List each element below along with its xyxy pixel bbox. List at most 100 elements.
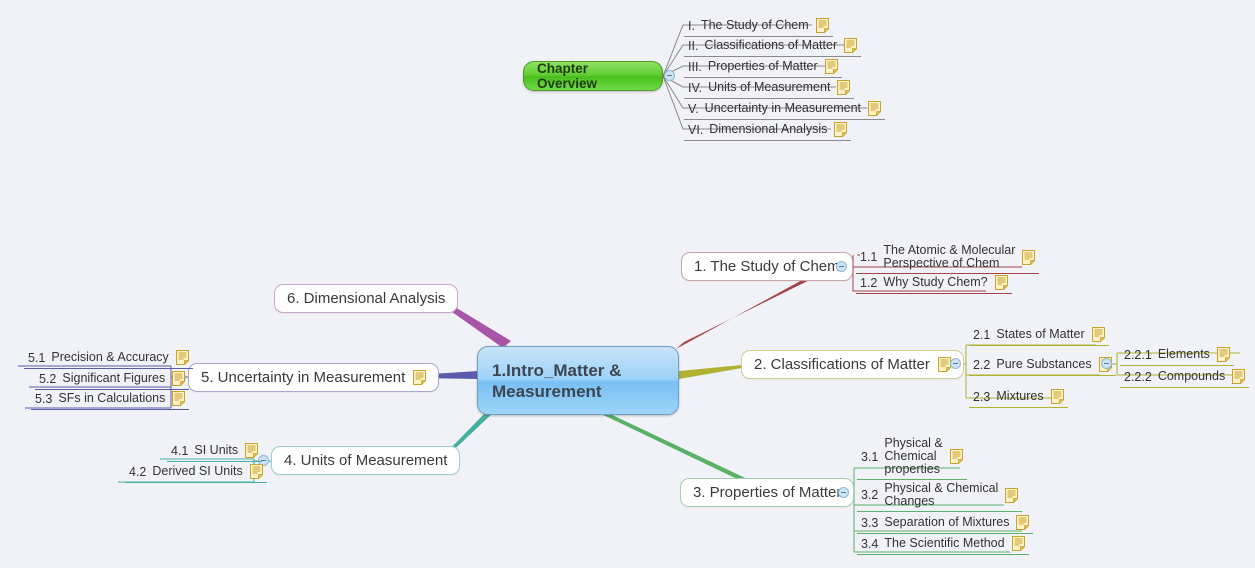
overview-item-5[interactable]: V. Uncertainty in Measurement (684, 100, 885, 120)
root-node[interactable]: 1.Intro_Matter & Measurement (477, 346, 679, 415)
subnode-2-3[interactable]: 2.3 Mixtures (969, 388, 1068, 408)
branch-node-5-label: 5. Uncertainty in Measurement (201, 369, 406, 386)
subnode-3-2-label: Physical & Chemical Changes (884, 481, 999, 508)
branch-node-1[interactable]: 1. The Study of Chem (681, 252, 853, 281)
subnode-2-2-num: 2.2 (973, 357, 991, 372)
note-icon[interactable] (172, 371, 186, 387)
overview-item-3-num: III. (688, 59, 702, 74)
note-icon[interactable] (245, 443, 259, 459)
subnode-4-2[interactable]: 4.2 Derived SI Units (125, 463, 267, 483)
overview-item-6-num: VI. (688, 122, 704, 137)
subnode-5-1-num: 5.1 (28, 350, 46, 365)
subnode-3-1-label: Physical & Chemical properties (884, 436, 943, 476)
subnode-3-1-num: 3.1 (861, 449, 879, 464)
branch-node-5[interactable]: 5. Uncertainty in Measurement (188, 363, 440, 392)
overview-item-3[interactable]: III. Properties of Matter (684, 58, 842, 78)
branch-node-1-label: 1. The Study of Chem (694, 258, 840, 275)
subnode-3-2[interactable]: 3.2 Physical & Chemical Changes (857, 481, 1023, 512)
subnode-2-3-num: 2.3 (973, 389, 991, 404)
note-icon[interactable] (844, 38, 858, 54)
overview-item-4[interactable]: IV. Units of Measurement (684, 79, 855, 99)
overview-item-3-label: Properties of Matter (707, 59, 818, 74)
note-icon[interactable] (172, 391, 186, 407)
note-icon[interactable] (1022, 249, 1036, 265)
subnode-5-3[interactable]: 5.3 SFs in Calculations (31, 390, 190, 410)
branch-node-6-label: 6. Dimensional Analysis (287, 290, 446, 307)
note-icon[interactable] (413, 370, 427, 386)
subnode-2-2[interactable]: 2.2 Pure Substances (969, 356, 1116, 376)
subnode-3-4-num: 3.4 (861, 536, 879, 551)
subnode-2-2-2-num: 2.2.2 (1124, 369, 1152, 384)
branch-node-6[interactable]: 6. Dimensional Analysis (274, 284, 459, 313)
overview-item-1-num: I. (688, 18, 695, 33)
root-node-line1: 1.Intro_Matter & (492, 360, 622, 380)
note-icon[interactable] (1011, 536, 1026, 552)
branch-node-3[interactable]: 3. Properties of Matter (680, 478, 855, 507)
note-icon[interactable] (815, 18, 830, 34)
subnode-1-1-label: The Atomic & Molecular Perspective of Ch… (883, 243, 1016, 270)
subnode-1-1[interactable]: 1.1 The Atomic & Molecular Perspective o… (856, 243, 1040, 274)
toggle-branch-3[interactable] (838, 487, 849, 498)
note-icon[interactable] (175, 350, 190, 366)
overview-item-2[interactable]: II. Classifications of Matter (684, 37, 862, 57)
note-icon[interactable] (949, 449, 964, 465)
root-node-line2: Measurement (492, 381, 602, 401)
overview-item-1-label: The Study of Chem (700, 18, 809, 33)
subnode-3-1[interactable]: 3.1 Physical & Chemical properties (857, 436, 967, 480)
toggle-branch-4[interactable] (258, 455, 269, 466)
subnode-2-1[interactable]: 2.1 States of Matter (969, 326, 1109, 346)
note-icon[interactable] (1091, 327, 1106, 343)
subnode-2-2-label: Pure Substances (996, 357, 1092, 372)
floating-topic-label: Chapter Overview (537, 61, 598, 91)
note-icon[interactable] (1005, 487, 1019, 503)
overview-item-1[interactable]: I. The Study of Chem (684, 17, 833, 37)
subnode-5-3-label: SFs in Calculations (58, 391, 166, 406)
subnode-1-1-num: 1.1 (860, 250, 878, 264)
overview-item-2-label: Classifications of Matter (704, 38, 838, 53)
subnode-5-2[interactable]: 5.2 Significant Figures (35, 370, 190, 390)
note-icon[interactable] (937, 357, 952, 373)
overview-item-4-num: IV. (688, 80, 703, 95)
subnode-1-2[interactable]: 1.2 Why Study Chem? (856, 274, 1012, 294)
overview-item-6[interactable]: VI. Dimensional Analysis (684, 121, 852, 141)
toggle-subnode-2-2[interactable] (1101, 358, 1112, 369)
subnode-2-1-num: 2.1 (973, 327, 991, 342)
subnode-5-1-label: Precision & Accuracy (51, 350, 169, 365)
note-icon[interactable] (834, 122, 848, 138)
note-icon[interactable] (824, 59, 839, 75)
subnode-1-2-num: 1.2 (860, 275, 878, 290)
subnode-5-2-num: 5.2 (39, 371, 57, 386)
subnode-2-2-2-label: Compounds (1157, 369, 1226, 384)
note-icon[interactable] (249, 464, 264, 480)
subnode-5-1[interactable]: 5.1 Precision & Accuracy (24, 349, 193, 369)
toggle-branch-2[interactable] (950, 358, 961, 369)
subnode-1-2-label: Why Study Chem? (883, 275, 988, 290)
branch-node-3-label: 3. Properties of Matter (693, 484, 842, 501)
branch-node-4[interactable]: 4. Units of Measurement (271, 446, 461, 475)
subnode-3-3[interactable]: 3.3 Separation of Mixtures (857, 514, 1034, 534)
note-icon[interactable] (1216, 347, 1231, 363)
note-icon[interactable] (1050, 389, 1065, 405)
subnode-5-3-num: 5.3 (35, 391, 53, 406)
note-icon[interactable] (837, 80, 851, 96)
subnode-3-4[interactable]: 3.4 The Scientific Method (857, 535, 1029, 555)
subnode-4-1[interactable]: 4.1 SI Units (167, 442, 263, 462)
subnode-2-2-2[interactable]: 2.2.2 Compounds (1120, 368, 1250, 388)
subnode-2-3-label: Mixtures (996, 389, 1044, 404)
overview-item-2-num: II. (688, 38, 699, 53)
subnode-2-2-1[interactable]: 2.2.1 Elements (1120, 346, 1234, 366)
note-icon[interactable] (994, 275, 1009, 291)
toggle-chapter-overview[interactable] (664, 70, 675, 81)
subnode-4-1-label: SI Units (194, 443, 239, 458)
note-icon[interactable] (1016, 515, 1030, 531)
branch-node-4-label: 4. Units of Measurement (284, 452, 448, 469)
subnode-3-2-num: 3.2 (861, 488, 879, 502)
subnode-3-3-num: 3.3 (861, 515, 879, 530)
overview-item-6-label: Dimensional Analysis (709, 122, 828, 137)
note-icon[interactable] (1232, 369, 1246, 385)
note-icon[interactable] (868, 101, 882, 117)
branch-node-2[interactable]: 2. Classifications of Matter (741, 350, 964, 379)
overview-item-5-label: Uncertainty in Measurement (704, 101, 861, 116)
floating-topic-chapter-overview[interactable]: Chapter Overview (523, 61, 663, 91)
toggle-branch-1[interactable] (836, 261, 847, 272)
